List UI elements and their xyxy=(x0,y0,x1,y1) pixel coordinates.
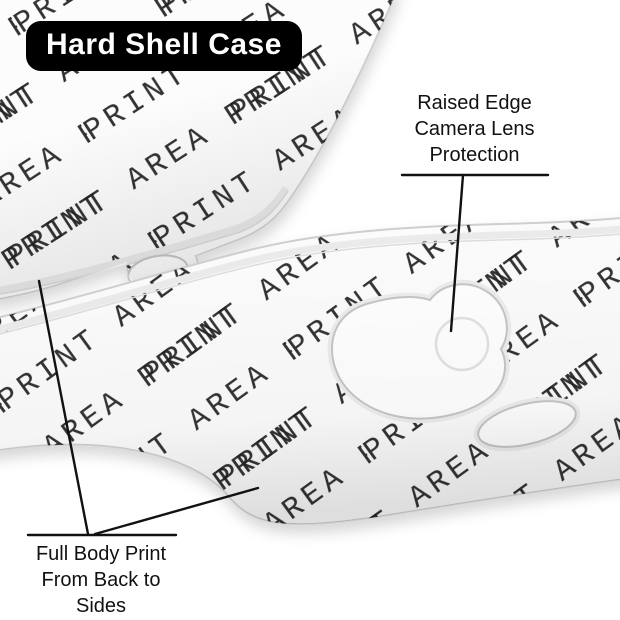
annotation-line: Sides xyxy=(75,595,127,617)
annotation-line: Protection xyxy=(429,144,520,166)
product-title-badge: Hard Shell Case xyxy=(26,21,302,71)
case-front-shading xyxy=(0,218,620,525)
annotation-line: Camera Lens xyxy=(414,118,535,140)
case-back-shading xyxy=(0,0,393,299)
case-back-piece xyxy=(0,0,395,301)
case-front-piece xyxy=(0,217,620,526)
annotation-full-body-print: Full Body Print From Back to Sides xyxy=(10,541,192,619)
annotation-line: Full Body Print xyxy=(35,543,167,565)
fullbody-leader-line-right xyxy=(93,486,260,536)
annotation-lines xyxy=(26,173,550,537)
annotation-line: Raised Edge xyxy=(417,92,532,114)
camera-annotation-leader-line xyxy=(449,173,465,333)
annotation-line: From Back to xyxy=(41,569,161,591)
annotation-camera-protection: Raised Edge Camera Lens Protection xyxy=(392,90,557,168)
fullbody-leader-line-left xyxy=(37,279,90,536)
